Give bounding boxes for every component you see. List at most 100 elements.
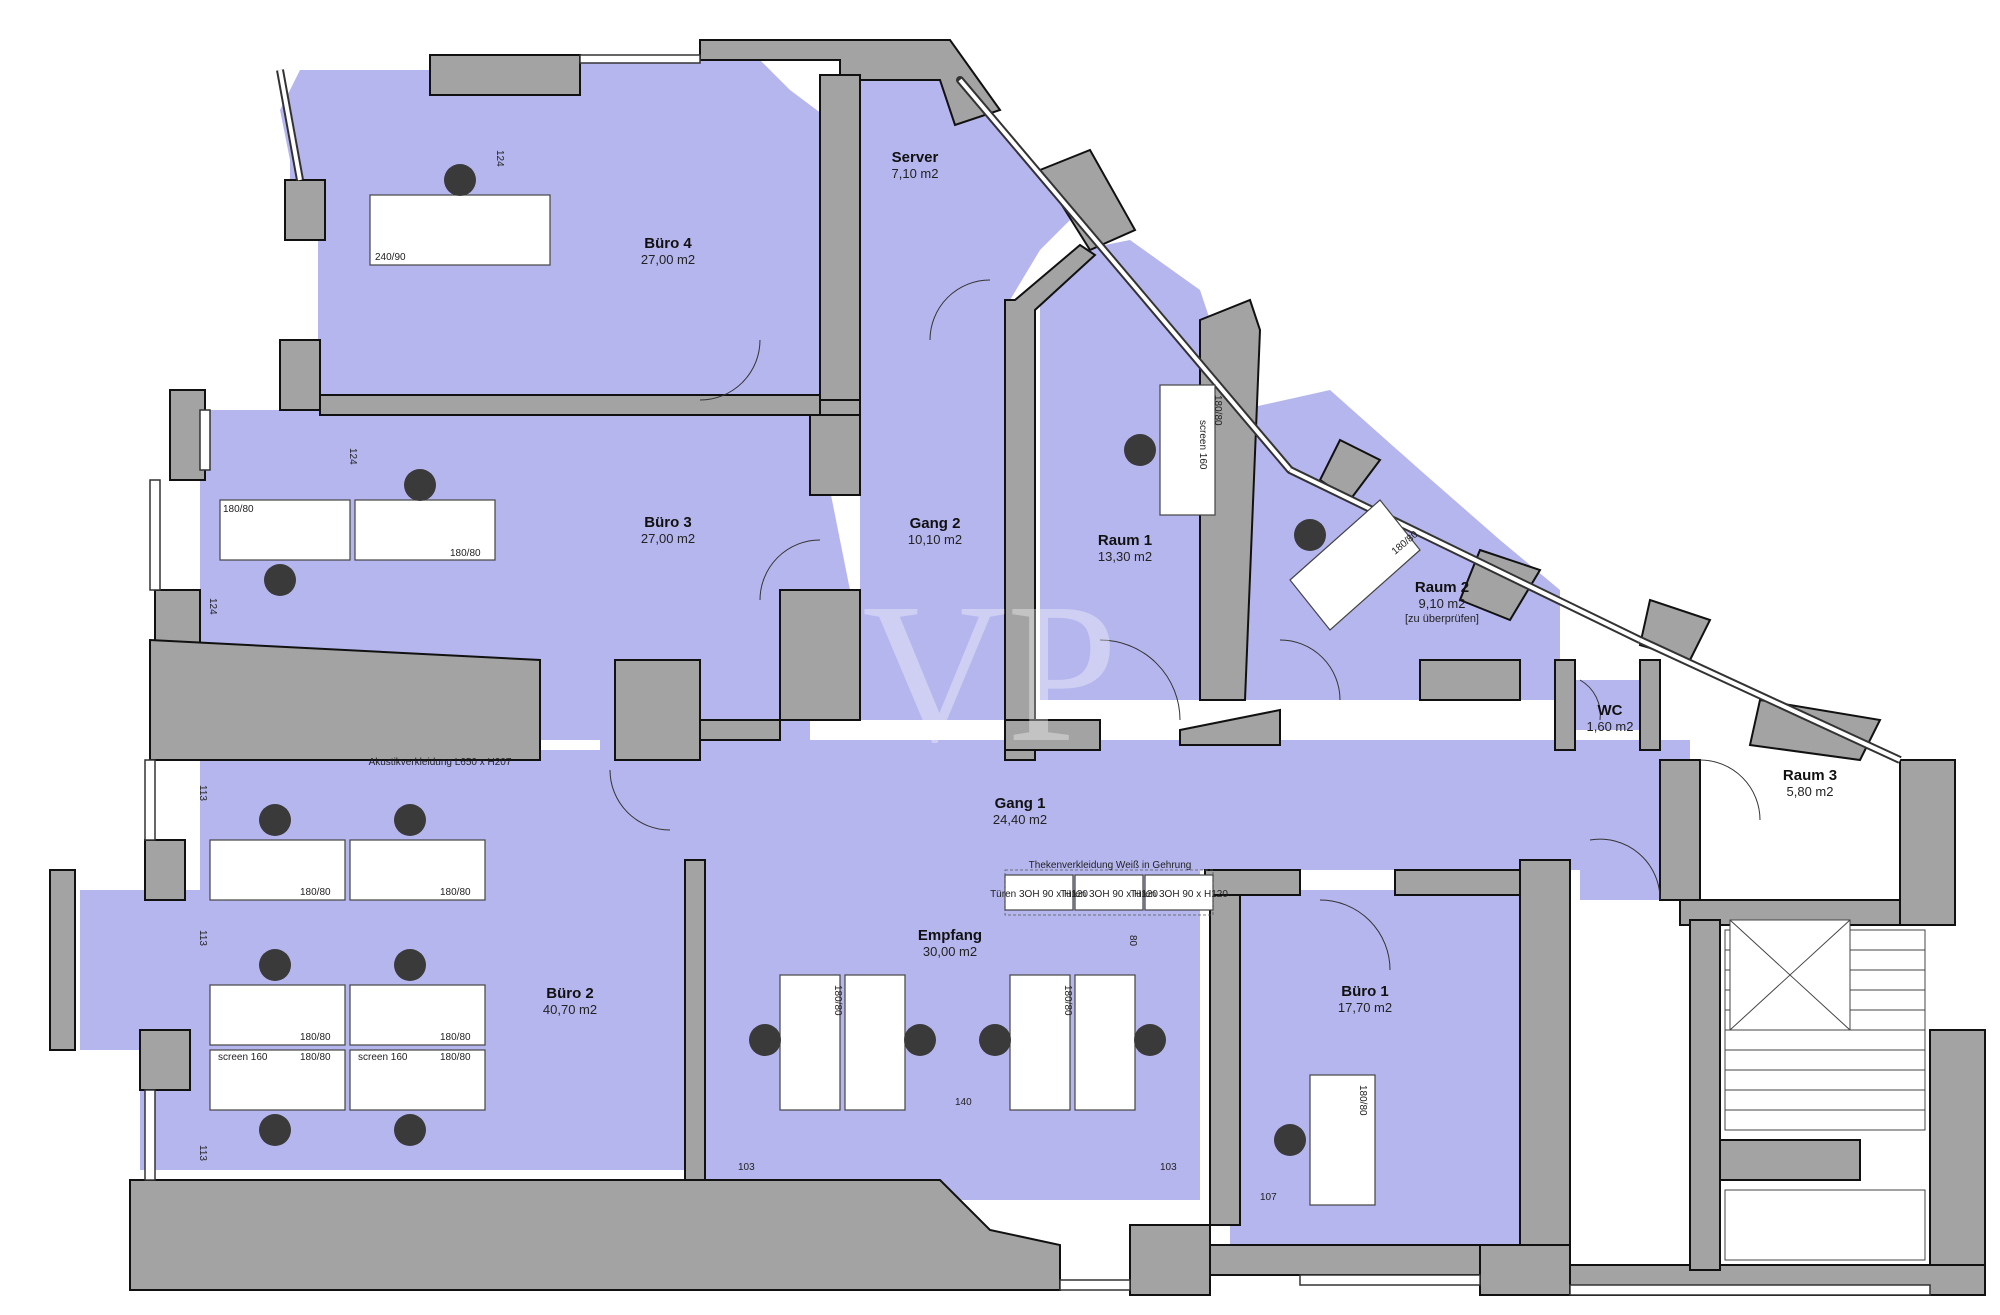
dimension-label: 103 <box>1160 1162 1177 1173</box>
room-area-gang2: 10,10 m2 <box>908 532 962 547</box>
chair <box>1294 519 1326 551</box>
desk <box>349 1049 486 1111</box>
dimension-label: 80 <box>1127 935 1138 947</box>
desk <box>844 974 906 1111</box>
room-area-buero4: 27,00 m2 <box>641 252 695 267</box>
dimension-label: 113 <box>197 1145 208 1161</box>
desk-label: 180/80 <box>300 887 331 898</box>
watermark: VP <box>862 563 1118 784</box>
chair <box>259 1114 291 1146</box>
desk-label: screen 160 <box>218 1052 268 1063</box>
chair <box>259 949 291 981</box>
desk <box>219 499 351 561</box>
room-area-raum1: 13,30 m2 <box>1098 549 1152 564</box>
chair <box>749 1024 781 1056</box>
desk <box>349 839 486 901</box>
room-name-buero1: Büro 1 <box>1341 983 1389 1000</box>
chair <box>444 164 476 196</box>
desk-label: 180/80 <box>300 1052 331 1063</box>
room-labels: Büro 4 27,00 m2 Server 7,10 m2 Büro 3 27… <box>543 149 1837 1017</box>
floor-buero1 <box>1230 890 1520 1245</box>
desk-label: 180/80 <box>440 887 471 898</box>
floor-gang2 <box>860 340 1010 720</box>
door-unit-label: Türen 3OH 90 x H120 <box>990 889 1088 900</box>
room-name-raum1: Raum 1 <box>1098 532 1152 549</box>
desk-label: 180/80 <box>1357 1085 1368 1116</box>
dimension-label: 124 <box>347 448 358 465</box>
desk-label: screen 160 <box>1197 420 1208 470</box>
room-area-buero3: 27,00 m2 <box>641 531 695 546</box>
desk <box>209 984 346 1046</box>
desk-label: 180/80 <box>832 985 843 1016</box>
chair <box>1274 1124 1306 1156</box>
room-area-server: 7,10 m2 <box>892 166 939 181</box>
dimension-label: 103 <box>738 1162 755 1173</box>
desk <box>369 194 551 266</box>
desk-label: 180/80 <box>440 1052 471 1063</box>
desk <box>779 974 841 1111</box>
room-name-gang1: Gang 1 <box>995 795 1046 812</box>
desk <box>209 839 346 901</box>
desk-label: 180/80 <box>440 1032 471 1043</box>
desk <box>1159 384 1216 516</box>
room-note-raum2: [zu überprüfen] <box>1405 613 1479 625</box>
dimension-label: 107 <box>1260 1192 1277 1203</box>
desk-label: 180/80 <box>300 1032 331 1043</box>
room-name-empfang: Empfang <box>918 927 982 944</box>
counter-box <box>1074 874 1144 911</box>
desk-label: 180/80 <box>1212 395 1223 426</box>
chair <box>394 804 426 836</box>
room-name-gang2: Gang 2 <box>910 515 961 532</box>
staircase <box>1724 919 1926 1261</box>
desk <box>1009 974 1071 1111</box>
doors <box>609 279 1761 971</box>
desk <box>1289 499 1421 631</box>
dimension-label: 113 <box>197 785 208 801</box>
floor-buero4 <box>280 60 830 400</box>
door-unit-label: Türen 3OH 90 x H120 <box>1060 889 1158 900</box>
room-name-raum3: Raum 3 <box>1783 767 1837 784</box>
chair <box>979 1024 1011 1056</box>
chair <box>904 1024 936 1056</box>
chair <box>394 1114 426 1146</box>
desk <box>1074 974 1136 1111</box>
desk <box>354 499 496 561</box>
furniture <box>209 164 1421 1206</box>
desk-label: 180/80 <box>223 504 254 515</box>
dimension-label: 124 <box>494 150 505 167</box>
floor-raum1 <box>1040 240 1220 700</box>
desk-label: 180/80 <box>1062 985 1073 1016</box>
room-name-raum2: Raum 2 <box>1415 579 1469 596</box>
dimension-label: 113 <box>197 930 208 946</box>
chair <box>1124 434 1156 466</box>
room-name-buero3: Büro 3 <box>644 514 692 531</box>
windows <box>144 54 1931 1296</box>
room-name-buero4: Büro 4 <box>644 235 692 252</box>
desk-label: 240/90 <box>375 252 406 263</box>
chair <box>259 804 291 836</box>
walls <box>49 39 1986 1296</box>
dimension-label: 140 <box>955 1097 972 1108</box>
room-name-wc: WC <box>1598 702 1623 719</box>
floor-server <box>850 70 1070 340</box>
room-name-buero2: Büro 2 <box>546 985 594 1002</box>
room-area-raum3: 5,80 m2 <box>1787 784 1834 799</box>
chair <box>1134 1024 1166 1056</box>
room-area-empfang: 30,00 m2 <box>923 944 977 959</box>
door-unit-label: Türen 3OH 90 x H120 <box>1130 889 1228 900</box>
chair <box>264 564 296 596</box>
desk <box>209 1049 346 1111</box>
floor-wc <box>1570 680 1640 730</box>
desk-label: 180/80 <box>450 548 481 559</box>
akustik-annotation: Akustikverkleidung L650 x H207 <box>369 757 512 768</box>
counter-box <box>1004 874 1074 911</box>
desk-label: screen 160 <box>358 1052 408 1063</box>
room-area-wc: 1,60 m2 <box>1587 719 1634 734</box>
room-area-raum2: 9,10 m2 <box>1419 596 1466 611</box>
counter-box <box>1144 874 1214 911</box>
dimension-label: 124 <box>207 598 218 615</box>
room-name-server: Server <box>892 149 939 166</box>
chair <box>394 949 426 981</box>
chair <box>404 469 436 501</box>
